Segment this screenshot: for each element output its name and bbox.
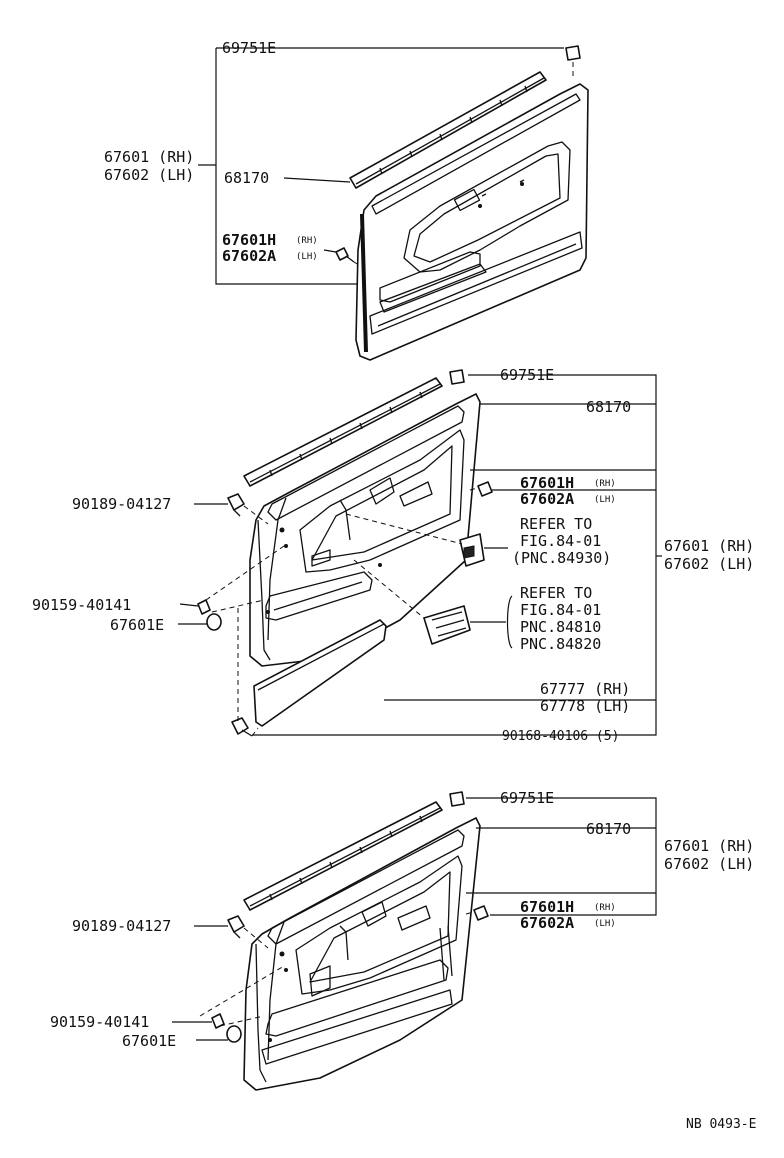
top-screw [335,247,349,261]
bot-label-67602a: 67602A [520,914,574,932]
top-clip [565,45,581,61]
mid-label-67601h: 67601H [520,474,574,492]
mid-label-68170: 68170 [586,398,631,416]
figure-code: NB 0493-E [686,1117,756,1132]
mid-label-90168: 90168-40106 (5) [502,729,619,744]
mid-screw-90189 [227,493,245,511]
bot-label-67601e: 67601E [122,1032,176,1050]
top-label-67601h-rh: (RH) [296,236,318,246]
mid-door-panel [249,393,481,667]
bot-screw-90159 [211,1013,225,1029]
bot-label-68170: 68170 [586,820,631,838]
bot-clip [449,791,465,807]
middle-assembly: 69751E 68170 67601H (RH) 67602A (LH) 901… [32,366,754,744]
mid-label-67601: 67601 (RH) [664,537,754,555]
top-door-pocket [379,263,487,313]
mid-pull-handle [265,571,373,621]
bot-label-67601: 67601 (RH) [664,837,754,855]
mid-label-67602a-lh: (LH) [594,495,616,505]
top-door-panel [355,83,589,361]
top-label-67602: 67602 (LH) [104,166,194,184]
top-label-68170: 68170 [224,169,269,187]
bot-label-67601h: 67601H [520,898,574,916]
top-label-67601: 67601 (RH) [104,148,194,166]
mid-screw-90168 [231,717,249,735]
top-label-67601h: 67601H [222,231,276,249]
mid-refer1-line2: FIG.84-01 [520,532,601,550]
bot-door-panel [243,817,481,1091]
bot-label-90189: 90189-04127 [72,917,171,935]
mid-refer1-line3: (PNC.84930) [512,549,611,567]
bottom-assembly: 69751E 68170 67601 (RH) 67602 (LH) 67601… [50,789,754,1091]
bot-label-69751e: 69751E [500,789,554,807]
mid-label-67602: 67602 (LH) [664,555,754,573]
top-label-67602a-lh: (LH) [296,252,318,262]
top-label-67602a: 67602A [222,247,276,265]
bot-door-pocket [265,959,449,1037]
bot-screw-90189 [227,915,245,933]
mid-refer2-line4: PNC.84820 [520,635,601,653]
top-armrest-frame [403,141,571,273]
mid-refer2-line2: FIG.84-01 [520,601,601,619]
mid-screw-90159 [197,599,211,615]
bot-label-90159: 90159-40141 [50,1013,149,1031]
mid-refer2-line3: PNC.84810 [520,618,601,636]
mid-label-67602a: 67602A [520,490,574,508]
bot-label-67601h-rh: (RH) [594,903,616,913]
mid-refer1-line1: REFER TO [520,515,592,533]
mid-clip [449,369,465,385]
top-label-69751e: 69751E [222,39,276,57]
mid-armrest [299,429,465,573]
mid-label-67778: 67778 (LH) [540,697,630,715]
mid-label-67601h-rh: (RH) [594,479,616,489]
mid-refer2-line1: REFER TO [520,584,592,602]
bot-label-67602a-lh: (LH) [594,919,616,929]
mid-label-90159: 90159-40141 [32,596,131,614]
mid-label-69751e: 69751E [500,366,554,384]
bot-label-67602: 67602 (LH) [664,855,754,873]
top-weatherstrip [349,71,547,189]
mid-cap-67601e [206,613,222,631]
mid-label-90189: 90189-04127 [72,495,171,513]
mid-screw-67601h [477,481,493,497]
mid-lower-ornament [253,619,387,727]
bot-screw-67601h [473,905,489,921]
mid-label-67777: 67777 (RH) [540,680,630,698]
mid-label-67601e: 67601E [110,616,164,634]
top-assembly: 69751E 67601 (RH) 67602 (LH) 68170 67601… [104,39,589,361]
bot-cap-67601e [226,1025,242,1043]
